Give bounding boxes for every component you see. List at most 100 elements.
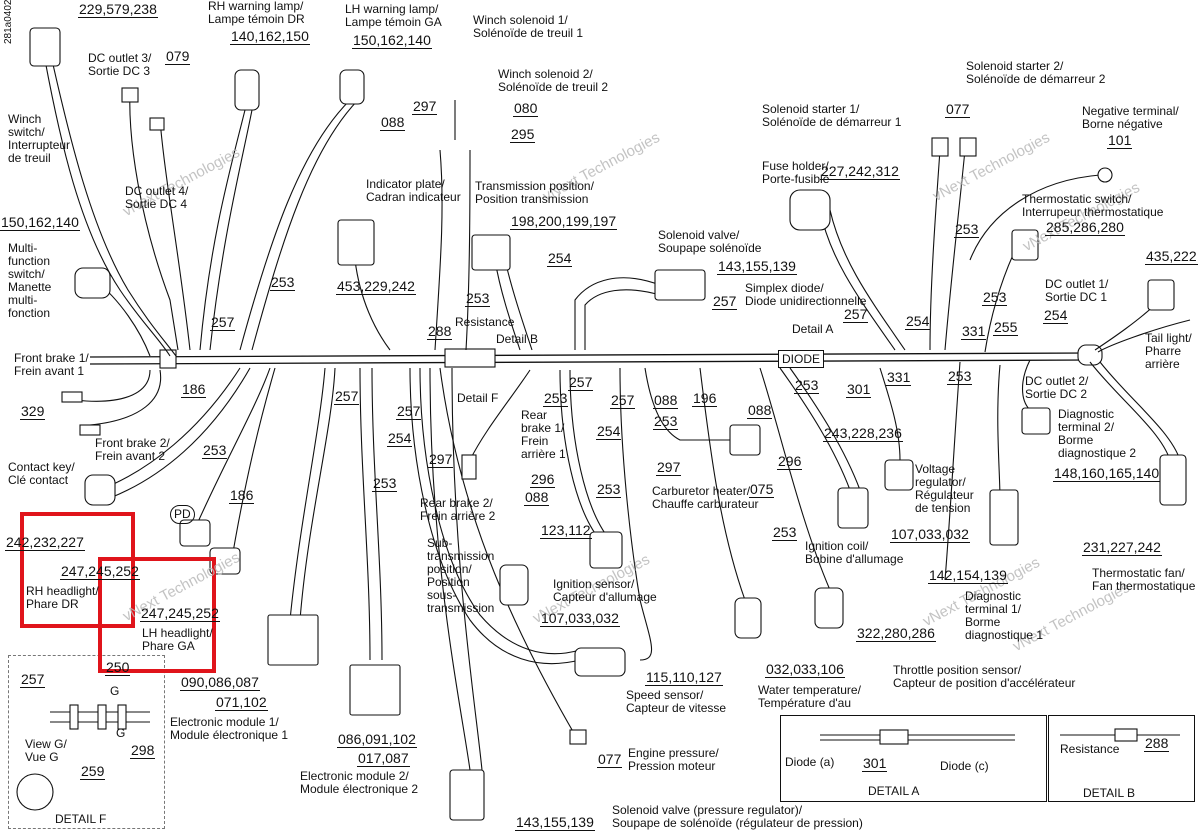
branch-electronic1: [289, 367, 326, 621]
part-number: 253: [954, 221, 980, 238]
part-number: 331: [886, 369, 912, 386]
label-detail-b-ref: Detail B: [496, 332, 539, 346]
part-number: 088: [653, 392, 679, 409]
part-number: 254: [1043, 307, 1069, 324]
detail-f-title: DETAIL F: [55, 812, 107, 826]
part-number: 198,200,199,197: [510, 213, 618, 230]
label-dc-outlet3: DC outlet 3/ Sortie DC 3: [88, 51, 152, 78]
label-engine-pressure: Engine pressure/ Pression moteur: [628, 746, 719, 773]
part-number: 032,033,106: [765, 661, 845, 678]
part-number: 115,110,127: [645, 669, 723, 686]
label-winch-sol1: Winch solenoid 1/ Solénoïde de treuil 1: [473, 13, 584, 40]
part-number: 227,242,312: [820, 163, 900, 180]
branch-negative-terminal: [969, 174, 1101, 261]
detail-f-view-g: [16, 773, 54, 811]
label-electronic2: Electronic module 2/ Module électronique…: [300, 769, 419, 796]
branch-solenoid-valve: [574, 277, 661, 350]
part-number: 247,245,252: [140, 605, 220, 622]
part-number: 186: [181, 381, 207, 398]
connector-dc1: [1147, 279, 1175, 311]
part-number: 297: [428, 451, 454, 468]
part-number: 254: [547, 250, 573, 267]
part-number: 079: [165, 48, 191, 65]
part-number: 257: [568, 374, 594, 391]
branch-diag2: [1021, 359, 1031, 411]
connector-rh-warning: [234, 69, 260, 111]
part-number: 107,033,032: [540, 610, 620, 627]
branch-lh-headlight: [229, 367, 276, 571]
part-number: 088: [380, 114, 406, 131]
label-g-bottom: G: [116, 726, 126, 740]
harness-connector-right: [1077, 344, 1103, 366]
connector-negative-terminal: [1097, 167, 1113, 183]
label-tail-light: Tail light/ Pharre arrière: [1145, 331, 1192, 371]
connector-electronic1: [267, 614, 319, 666]
label-diode: DIODE: [778, 350, 825, 368]
connector-rear-brake: [461, 454, 477, 480]
part-number: 301: [846, 381, 872, 398]
label-dc-outlet2: DC outlet 2/ Sortie DC 2: [1025, 374, 1089, 401]
connector-fuse-holder: [789, 189, 831, 231]
connector-speed-sensor: [574, 647, 626, 677]
connector-ignition-coil: [837, 487, 869, 529]
connector-transmission: [471, 234, 511, 271]
part-number: 088: [747, 402, 773, 419]
branch-indicator-plate: [354, 259, 391, 351]
part-number: 242,232,227: [5, 534, 85, 551]
part-number: 253: [372, 475, 398, 492]
part-number: 253: [982, 289, 1008, 306]
branch-voltage-reg: [879, 367, 901, 461]
label-speed-sensor: Speed sensor/ Capteur de vitesse: [626, 688, 727, 715]
branch-diag1: [997, 364, 1001, 501]
connector-thermo-switch: [1011, 229, 1039, 261]
part-number: 257: [712, 293, 738, 310]
harness-connector-mid: [444, 348, 496, 368]
label-diode-a: Diode (a): [785, 755, 835, 769]
part-number: 143,155,139: [515, 814, 595, 831]
label-rear-brake2: Rear brake 2/ Frein arrière 2: [420, 496, 496, 523]
branch-front-brake: [89, 369, 162, 426]
label-detail-a-ref: Detail A: [792, 322, 834, 336]
branch-winch-switch: [44, 59, 171, 357]
connector-multifunction: [74, 267, 111, 299]
branch-starters: [929, 149, 941, 351]
label-solenoid-valve-pr: Solenoid valve (pressure regulator)/ Sou…: [612, 803, 863, 830]
part-number: 255: [993, 319, 1019, 336]
part-number: 253: [794, 377, 820, 394]
label-throttle-sensor: Throttle position sensor/ Capteur de pos…: [893, 663, 1076, 690]
part-number: 435,222: [1145, 248, 1198, 265]
main-harness-trunk: [89, 352, 1091, 358]
connector-dc3: [121, 87, 139, 103]
label-dc-outlet4: DC outlet 4/ Sortie DC 4: [125, 184, 189, 211]
connector-diag2: [1021, 407, 1051, 435]
part-number: 253: [947, 368, 973, 385]
part-number: 123,112: [540, 522, 592, 539]
label-lh-headlight: LH headlight/ Phare GA: [142, 626, 213, 653]
part-number: 086,091,102: [337, 731, 417, 748]
connector-winch-switch: [29, 27, 61, 67]
detail-b-title: DETAIL B: [1083, 786, 1136, 800]
label-sub-trans: Sub- transmission position/ Position sou…: [427, 536, 495, 615]
label-winch-switch: Winch switch/ Interrupteur de treuil: [8, 112, 71, 165]
part-number: 296: [530, 471, 556, 488]
connector-engine-pressure: [569, 729, 587, 745]
label-resistance-b: Resistance: [1060, 742, 1120, 756]
connector-thermo-fan: [1159, 454, 1187, 506]
label-g-top: G: [110, 684, 120, 698]
branch-water-temp: [699, 367, 746, 601]
part-number: 297: [656, 459, 682, 476]
part-number: 301: [862, 755, 888, 772]
part-number: 329: [20, 403, 46, 420]
label-rear-brake1: Rear brake 1/ Frein arrière 1: [521, 408, 566, 461]
connector-rh-headlight: [179, 519, 211, 547]
label-multifunction: Multi- function switch/ Manette multi- f…: [8, 241, 52, 320]
branch-throttle: [759, 367, 831, 591]
label-fuse-holder: Fuse holder/ Porte-fusible: [762, 159, 830, 186]
detail-a-diode: [820, 734, 1015, 741]
connector-front-brake2: [79, 424, 101, 436]
connector-lh-warning: [339, 69, 365, 105]
label-water-temp: Water temperature/ Température d'au: [758, 683, 861, 710]
part-number: 322,280,286: [856, 625, 936, 642]
connector-contact-key: [84, 474, 116, 506]
part-number: 107,033,032: [890, 526, 970, 543]
